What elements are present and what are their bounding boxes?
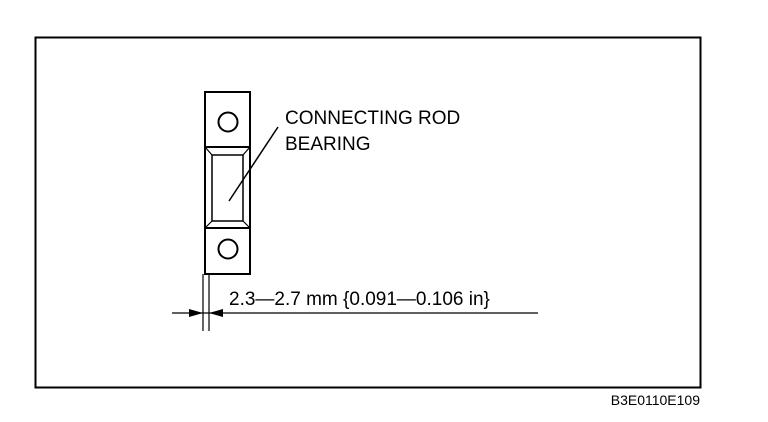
bearing-outer	[204, 146, 251, 229]
upper-bolt-hole	[217, 111, 239, 133]
dimension-label: 2.3—2.7 mm {0.091—0.106 in}	[229, 289, 490, 310]
figure-code: B3E0110E109	[611, 392, 700, 408]
bearing-bevel-tl	[204, 146, 213, 156]
part-label-line2: BEARING	[285, 134, 371, 155]
bearing-bevel-bl	[204, 220, 213, 229]
part-label-line1: CONNECTING ROD	[285, 108, 460, 129]
dimension-arrow-right	[209, 309, 223, 317]
dimension-arrow-left	[189, 309, 203, 317]
connecting-rod-drawing	[204, 91, 251, 275]
bearing-bevel-br	[242, 220, 251, 229]
bearing-leader-line	[228, 126, 279, 202]
lower-bolt-hole	[217, 238, 239, 260]
bearing-inner	[211, 154, 244, 222]
figure-frame	[34, 36, 702, 389]
bearing-bevel-tr	[242, 146, 251, 156]
